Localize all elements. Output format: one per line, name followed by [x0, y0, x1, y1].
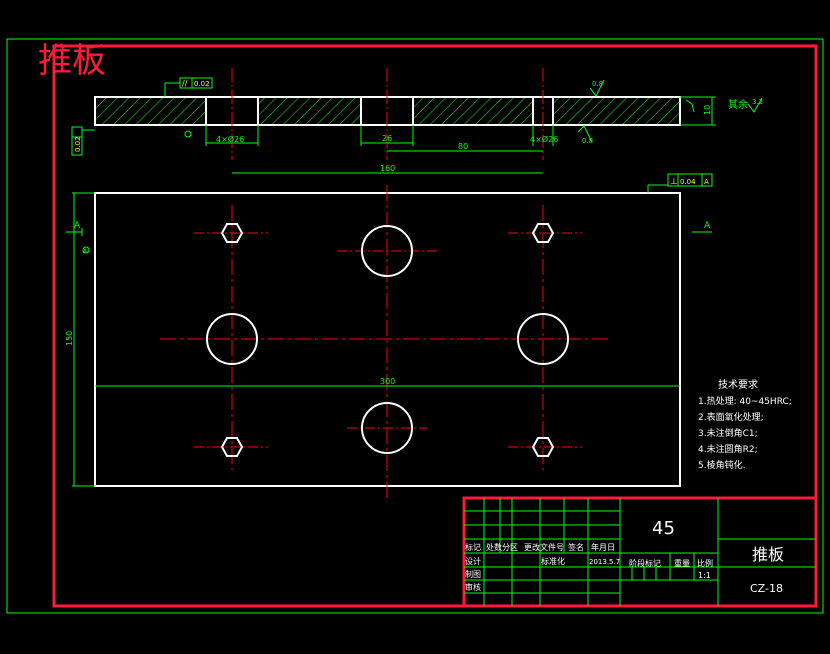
- tb-design: 设计: [465, 556, 481, 566]
- section-hatch-2: [258, 97, 361, 125]
- hole-mid-right: [517, 313, 569, 365]
- tol-side-value: 0.02: [74, 136, 82, 152]
- tb-part-name: 推板: [752, 545, 784, 564]
- roughness-top-symbol: [589, 79, 605, 97]
- roughness-bottom: 0.8: [582, 137, 593, 145]
- dim-thickness: 10: [703, 105, 712, 115]
- section-hatch-3: [413, 97, 533, 125]
- drawing-frame: [52, 44, 818, 608]
- tolerance-frame-parallel: // 0.02: [164, 77, 213, 138]
- tb-drawing-no: CZ-18: [750, 582, 783, 595]
- section-hatch-4: [553, 97, 680, 125]
- side-view: 4×Ø26 26 4×Ø26 80 160 10 0.8 0.8 // 0.02: [71, 68, 763, 174]
- tech-req-item-5: 5.棱角钝化.: [698, 459, 745, 471]
- tb-scale-label: 比例: [697, 558, 713, 568]
- tolerance-frame-side: 0.02: [71, 126, 95, 156]
- tb-weight: 重量: [674, 558, 690, 568]
- tech-req-item-1: 1.热处理: 40~45HRC;: [698, 395, 792, 407]
- dim-300: 300: [380, 377, 395, 386]
- tol-parallel-symbol: //: [182, 79, 188, 88]
- dim-hole-mid: 26: [382, 134, 392, 143]
- datum-a-marker: [82, 246, 90, 254]
- tb-header-1: 标记: [465, 542, 481, 552]
- tb-header-3: 分区: [502, 543, 518, 552]
- roughness-right-symbol: [685, 99, 695, 113]
- dim-160: 160: [380, 164, 395, 173]
- datum-a-label: A: [83, 248, 88, 255]
- hex-hole-bottom-right: [531, 437, 555, 457]
- title-block: 45 推板 CZ-18 标记 处数 分区 更改文件号 签名 年月日 设计 标准化…: [462, 496, 818, 608]
- dim-150: 150: [65, 331, 74, 346]
- hex-hole-top-left: [220, 223, 244, 243]
- tb-header-4: 更改文件号: [524, 542, 564, 552]
- hex-hole-top-right: [531, 223, 555, 243]
- tol-perp-symbol: ⊥: [670, 177, 678, 187]
- section-label-right: A: [704, 221, 711, 231]
- tb-header-2: 处数: [486, 542, 502, 552]
- tech-req-item-2: 2.表面氧化处理;: [698, 411, 764, 423]
- roughness-top: 0.8: [592, 80, 603, 88]
- tb-standard: 标准化: [541, 556, 565, 566]
- datum-b-marker: [184, 130, 192, 138]
- front-view: 300 150 A A A ⊥ 0.04 A: [65, 173, 713, 500]
- tech-requirements: 技术要求 1.热处理: 40~45HRC; 2.表面氧化处理; 3.未注倒角C1…: [698, 378, 792, 471]
- tech-req-item-3: 3.未注倒角C1;: [698, 427, 758, 439]
- dim-hole-left: 4×Ø26: [216, 134, 244, 144]
- roughness-bottom-symbol: [577, 125, 593, 143]
- tb-date: 2013.5.7: [589, 558, 620, 566]
- section-label-left: A: [74, 221, 81, 231]
- tb-scale: 1:1: [698, 571, 711, 580]
- hole-bottom-center: [361, 402, 413, 454]
- section-hatch-1: [95, 97, 206, 125]
- tb-stage: 阶段标记: [629, 558, 661, 568]
- tech-req-item-4: 4.未注圆角R2;: [698, 443, 758, 455]
- tb-header-6: 年月日: [591, 542, 615, 552]
- hole-top-center: [361, 225, 413, 277]
- hex-hole-bottom-left: [220, 437, 244, 457]
- roughness-note: 其余: [728, 98, 748, 111]
- tb-material: 45: [652, 518, 675, 539]
- tolerance-frame-perpendicular: ⊥ 0.04 A: [647, 173, 713, 193]
- tb-drafting: 制图: [465, 569, 481, 579]
- tol-perp-value: 0.04: [680, 178, 696, 186]
- tol-perp-datum: A: [704, 178, 709, 186]
- dim-hole-right: 4×Ø26: [530, 134, 558, 144]
- dim-80: 80: [458, 142, 468, 151]
- tech-req-title: 技术要求: [718, 378, 758, 391]
- hole-mid-left: [206, 313, 258, 365]
- drawing-title: 推板: [38, 41, 106, 81]
- tol-parallel-value: 0.02: [194, 80, 210, 88]
- outer-border: [6, 38, 824, 614]
- tb-review: 审核: [465, 582, 481, 592]
- roughness-note-value: 3.2: [752, 98, 763, 106]
- tb-header-5: 签名: [568, 542, 584, 552]
